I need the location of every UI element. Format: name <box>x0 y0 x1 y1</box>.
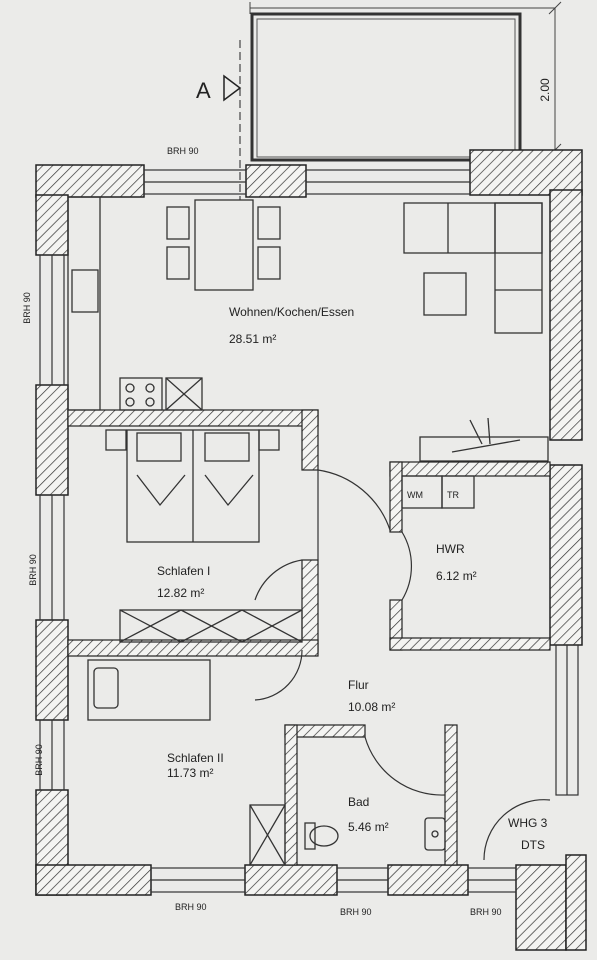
section-marker <box>223 40 242 200</box>
room-area-hallway: 10.08 m² <box>348 700 395 714</box>
room-area-bedroom-1: 12.82 m² <box>157 586 204 600</box>
room-name-living: Wohnen/Kochen/Essen <box>229 305 354 319</box>
toilet <box>309 825 339 847</box>
wardrobe <box>119 609 303 643</box>
section-marker-label: A <box>196 78 211 103</box>
room-name-utility: HWR <box>436 542 465 556</box>
room-name-bedroom-2: Schlafen II <box>167 751 224 765</box>
washer-label: WM <box>407 490 423 500</box>
sink <box>71 269 99 313</box>
windows <box>39 169 579 893</box>
balcony <box>249 1 562 162</box>
room-area-bathroom: 5.46 m² <box>348 820 389 834</box>
doors <box>254 469 551 861</box>
room-name-hallway: Flur <box>348 678 369 692</box>
armchair <box>423 272 467 316</box>
washbasin <box>424 817 446 851</box>
single-bed <box>87 659 211 721</box>
furniture <box>67 196 549 866</box>
entrance-unit-label: WHG 3 <box>508 816 548 830</box>
room-area-utility: 6.12 m² <box>436 569 477 583</box>
room-area-bedroom-2: 11.73 m² <box>167 766 213 780</box>
entrance-door-type-label: DTS <box>521 838 545 852</box>
exterior-walls <box>35 149 587 951</box>
room-area-living: 28.51 m² <box>229 332 276 346</box>
sill-height-left-1: BRH 90 <box>22 292 32 324</box>
dryer-label: TR <box>447 490 459 500</box>
kitchen-counter <box>67 196 101 411</box>
interior-walls <box>67 409 551 866</box>
sill-height-top: BRH 90 <box>167 146 199 156</box>
sill-height-left-3: BRH 90 <box>34 744 44 776</box>
room-name-bedroom-1: Schlafen I <box>157 564 210 578</box>
balcony-depth-label: 2.00 <box>538 78 552 102</box>
dining-table <box>194 199 254 291</box>
sill-height-left-2: BRH 90 <box>28 554 38 586</box>
stove <box>119 377 163 411</box>
room-name-bathroom: Bad <box>348 795 369 809</box>
sill-height-bottom-1: BRH 90 <box>175 902 207 912</box>
sill-height-bottom-2: BRH 90 <box>340 907 372 917</box>
sill-height-bottom-3: BRH 90 <box>470 907 502 917</box>
